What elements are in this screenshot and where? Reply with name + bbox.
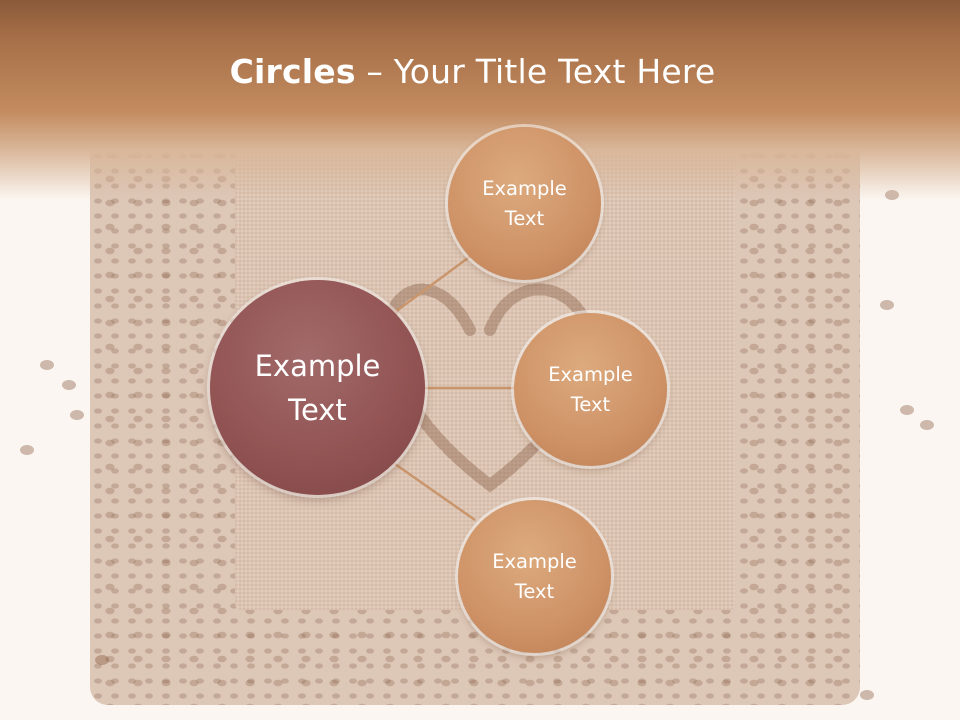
node-circle-text: Example Text [548, 360, 633, 420]
slide-title[interactable]: Circles – Your Title Text Here [0, 52, 945, 91]
center-circle-line2: Text [288, 392, 347, 427]
center-circle-text: Example Text [255, 344, 381, 432]
slide-title-bold: Circles [229, 52, 356, 91]
node-circle-text: Example Text [492, 547, 577, 607]
node-circle-line1: Example [482, 176, 567, 200]
node-circle-line2: Text [570, 392, 611, 416]
center-circle-line1: Example [254, 348, 381, 383]
coffee-bean [900, 405, 914, 415]
coffee-bean [860, 690, 874, 700]
connector-line [394, 253, 473, 314]
coffee-bean [95, 655, 109, 665]
center-circle[interactable]: Example Text [210, 280, 425, 495]
coffee-bean [62, 380, 76, 390]
node-circle-line2: Text [514, 579, 555, 603]
node-circle-line2: Text [504, 206, 545, 230]
coffee-bean [880, 300, 894, 310]
node-circle-bottom[interactable]: Example Text [458, 500, 611, 653]
coffee-bean [920, 420, 934, 430]
node-circle-top[interactable]: Example Text [448, 127, 601, 280]
connector-line [394, 462, 476, 522]
node-circle-line1: Example [492, 549, 577, 573]
coffee-bean [40, 360, 54, 370]
coffee-bean [70, 410, 84, 420]
coffee-bean [20, 445, 34, 455]
slide-title-rest: – Your Title Text Here [355, 52, 716, 91]
node-circle-line1: Example [548, 362, 633, 386]
node-circle-text: Example Text [482, 174, 567, 234]
node-circle-middle[interactable]: Example Text [514, 313, 667, 466]
